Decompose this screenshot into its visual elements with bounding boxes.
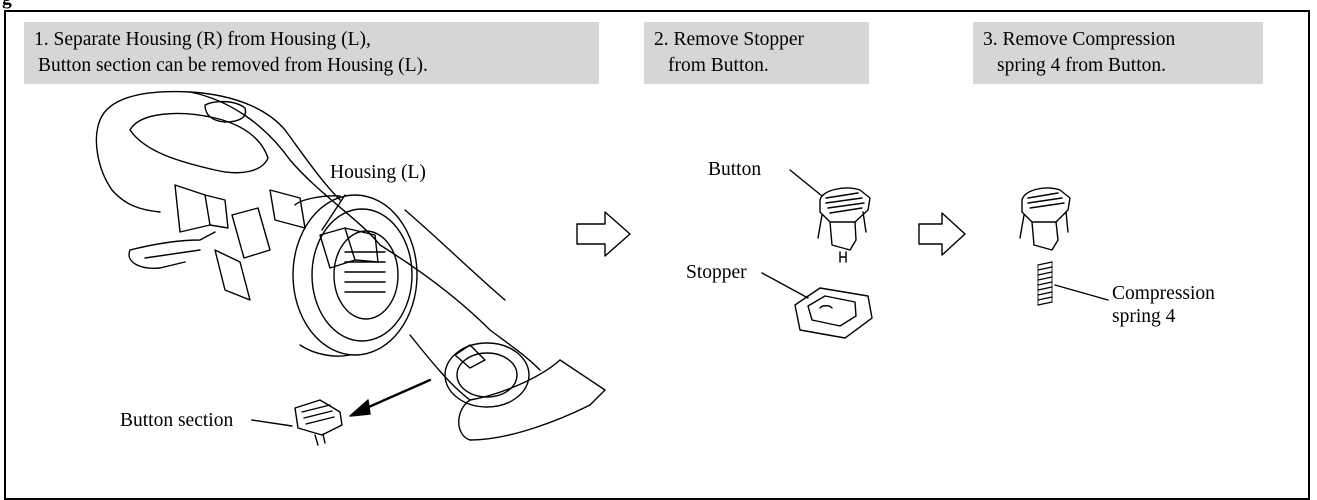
compression-spring-illustration — [1037, 261, 1053, 306]
step-3-line-1: 3. Remove Compression — [983, 29, 1176, 50]
stopper-leader-line — [761, 272, 809, 299]
removal-arrow-line — [360, 378, 432, 412]
stopper-illustration — [794, 287, 873, 339]
spring-leader-line — [1054, 284, 1109, 301]
button-section-label: Button section — [120, 410, 234, 431]
button-illustration-step-3 — [1019, 187, 1071, 251]
step-3-caption: 3. Remove Compression spring 4 from Butt… — [973, 22, 1263, 84]
step-2-line-1: 2. Remove Stopper — [654, 29, 805, 50]
step-1-caption: 1. Separate Housing (R) from Housing (L)… — [24, 22, 599, 84]
button-section-leader-line — [251, 419, 293, 427]
step-1-line-1: 1. Separate Housing (R) from Housing (L)… — [34, 29, 371, 50]
button-section-illustration — [294, 399, 343, 446]
spring-label-line-2: spring 4 — [1112, 306, 1176, 327]
step-2-caption: 2. Remove Stopper from Button. — [644, 22, 869, 84]
stopper-label: Stopper — [686, 262, 747, 283]
step-1-line-2: Button section can be removed from Housi… — [38, 55, 428, 76]
removal-arrow-head — [349, 399, 371, 417]
step-arrow-2 — [918, 212, 966, 256]
housing-illustration — [95, 90, 606, 441]
button-illustration — [817, 187, 871, 263]
figure-label: g — [2, 0, 12, 10]
step-arrow-1 — [576, 211, 631, 257]
housing-l-label: Housing (L) — [330, 162, 426, 183]
step-2-line-2: from Button. — [668, 55, 769, 76]
button-leader-line — [789, 169, 823, 197]
housing-leader-line — [321, 194, 346, 231]
step-3-line-2: spring 4 from Button. — [997, 55, 1166, 76]
button-label: Button — [708, 159, 762, 180]
spring-label-line-1: Compression — [1112, 283, 1215, 304]
